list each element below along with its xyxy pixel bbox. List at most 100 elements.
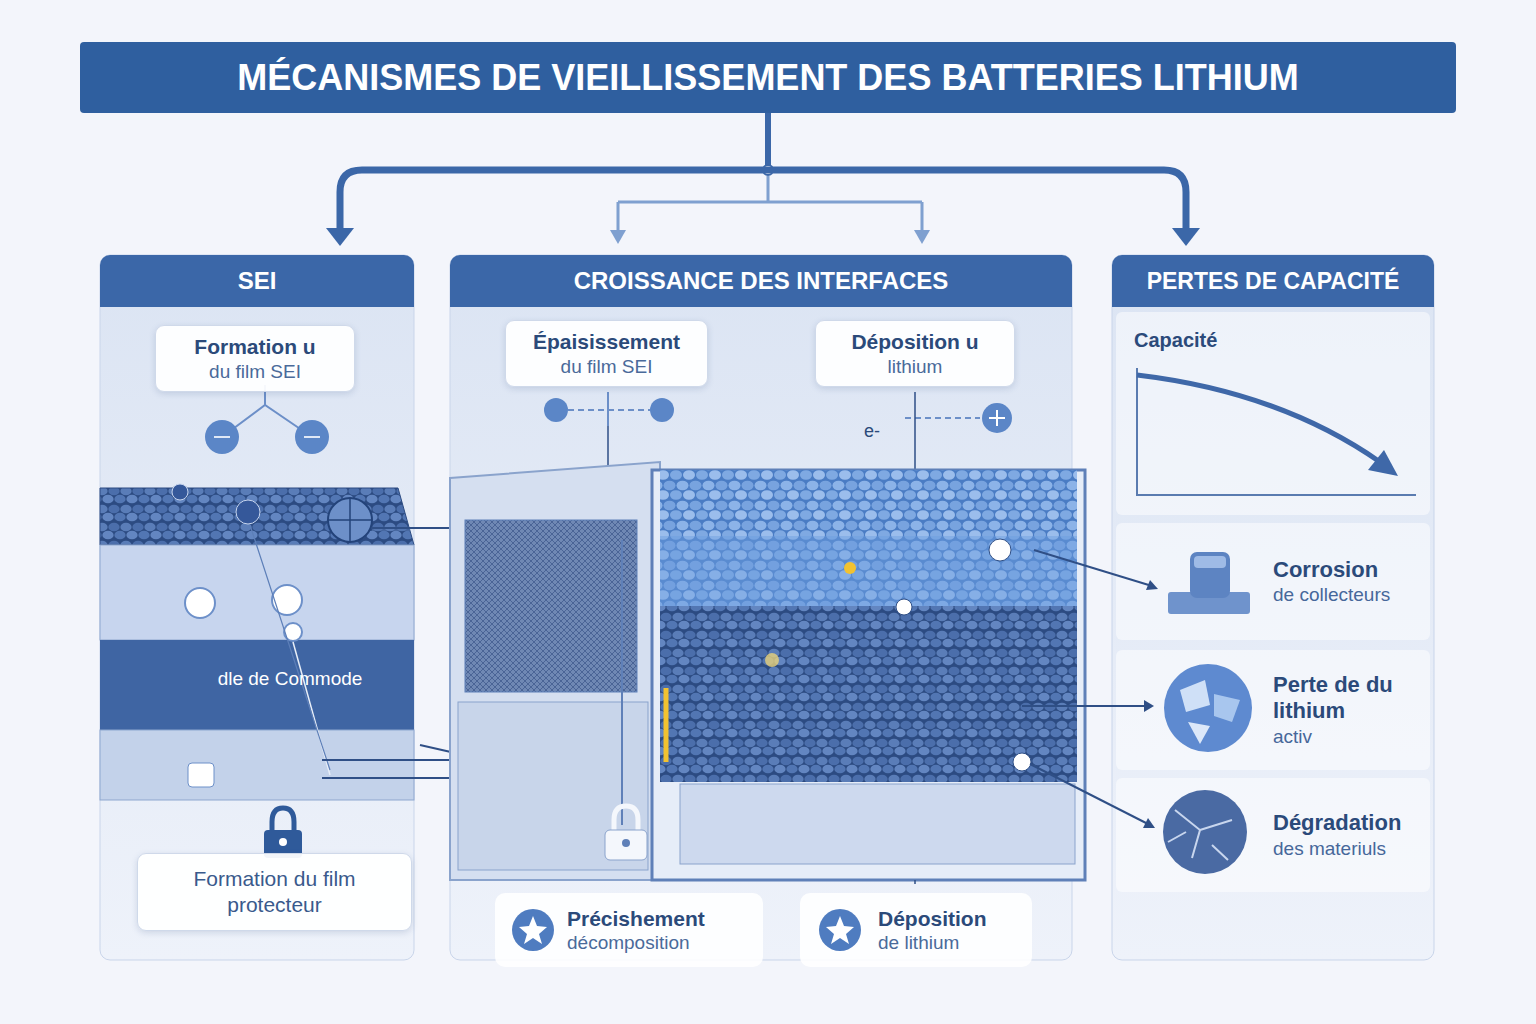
sei-electrode-stack-part [172, 484, 188, 500]
diagram-title: MÉCANISMES DE VIEILLISSEMENT DES BATTERI… [237, 57, 1298, 99]
leader-lines-part [1034, 550, 1152, 586]
padlock-icon-part [614, 806, 638, 832]
layer-label: dle de Commode [210, 668, 370, 691]
leader-lines-part [1143, 818, 1155, 828]
material-degradation-icon [1163, 790, 1247, 874]
node-heading: Formation du film protecteur [154, 866, 395, 917]
panel-heading: CROISSANCE DES INTERFACES [450, 255, 1072, 307]
battery-cell-block-part [664, 688, 669, 762]
panel-heading: PERTES DE CAPACITÉ [1112, 255, 1434, 307]
collector-icon-part [1190, 552, 1230, 598]
leader-lines-part [1030, 764, 1148, 824]
battery-cell-block-part [465, 520, 637, 692]
button-tiles-part [914, 880, 916, 884]
node-heading: Épaisissement [533, 329, 680, 355]
battery-cell-block-part [896, 599, 912, 615]
battery-cell-block-part [989, 539, 1011, 561]
sei-electrode-stack-part [100, 545, 414, 640]
battery-cell-block-part [660, 536, 1077, 606]
bracket-arrows-part [618, 176, 922, 232]
node-heading: Perte de du lithium [1273, 672, 1394, 726]
node-heading: Dégradation [1273, 810, 1401, 837]
bracket-arrows-part [1172, 228, 1200, 246]
button-tile: Précishementdécomposition [495, 893, 763, 967]
sei-molecule [205, 385, 329, 454]
capacity-chart-part [1137, 368, 1416, 495]
lithium-loss-icon-part [1214, 694, 1240, 722]
item-tiles [1116, 523, 1430, 892]
sei-electrode-stack-part [272, 585, 302, 615]
node-heading: Corrosion [1273, 557, 1378, 584]
panel-grounds-part [1112, 255, 1434, 960]
sei-electrode-stack-part [100, 488, 414, 545]
interface-molecules-part [989, 410, 1005, 426]
category-panel: PERTES DE CAPACITÉCapacitéCorrosionde co… [1112, 255, 1434, 960]
label-box: Épaisissementdu film SEI [505, 320, 708, 387]
padlock-icon [264, 808, 302, 858]
bracket-arrows [326, 113, 1200, 246]
button-tiles-part [512, 909, 554, 951]
battery-cell-block [450, 462, 1085, 880]
capacity-chart-part [1116, 312, 1430, 515]
button-tiles-part [800, 893, 1032, 967]
battery-cell-block-part [652, 470, 1085, 880]
node-body: décomposition [567, 931, 690, 954]
category-panel: CROISSANCE DES INTERFACES Épaisissementdu… [450, 255, 1072, 960]
sei-electrode-stack-part [293, 642, 330, 775]
lithium-loss-icon [1164, 664, 1252, 752]
battery-cell-block-part [765, 653, 779, 667]
effect-item: Perte de du lithiumactiv [1112, 650, 1434, 770]
interface-molecules-part [650, 398, 674, 422]
node-body: lithium [888, 355, 943, 378]
button-tile: Dépositionde lithium [800, 893, 1032, 967]
button-tiles-part [826, 916, 854, 944]
collector-icon-part [1194, 556, 1226, 568]
item-tiles-part [1116, 650, 1430, 770]
node-heading: Formation u [194, 334, 315, 360]
battery-cell-block-part [660, 606, 1077, 782]
interface-molecules-part [982, 403, 1012, 433]
title-bar: MÉCANISMES DE VIEILLISSEMENT DES BATTERI… [80, 42, 1456, 113]
button-tiles-part [495, 893, 763, 967]
capacity-chart [1116, 312, 1430, 515]
sei-electrode-stack-part [328, 498, 372, 542]
panel-grounds [100, 255, 1434, 960]
material-degradation-icon-part [1168, 810, 1232, 860]
button-tiles-part [819, 909, 861, 951]
effect-item: Dégradationdes materiuls [1112, 778, 1434, 892]
padlock-icon-part [272, 808, 294, 832]
electron-label: e- [864, 421, 904, 443]
lithium-loss-icon-part [1180, 680, 1210, 712]
node-heading: Déposition [878, 906, 987, 932]
padlock-icon [605, 806, 647, 860]
collector-icon [1168, 552, 1250, 614]
material-degradation-icon-part [1163, 790, 1247, 874]
padlock-icon-part [605, 830, 647, 860]
node-body: de lithium [878, 931, 959, 954]
battery-cell-block-part [621, 540, 623, 825]
label-box: Formation udu film SEI [155, 325, 355, 392]
interface-molecules-part [607, 392, 609, 426]
battery-cell-block-part [1013, 753, 1031, 771]
node-body: du film SEI [209, 360, 301, 383]
panel-heading: SEI [100, 255, 414, 307]
padlock-icon-part [279, 838, 287, 846]
sei-electrode-stack-part [188, 763, 214, 787]
leader-lines [1022, 550, 1158, 828]
interface-molecules-part [544, 398, 568, 422]
lithium-loss-icon-part [1188, 722, 1210, 744]
node-heading: Précishement [567, 906, 705, 932]
node-body: de collecteurs [1273, 583, 1390, 606]
sei-electrode-stack-part [236, 500, 260, 524]
capacity-chart-part [1137, 375, 1380, 462]
bracket-arrows-part [914, 230, 930, 244]
node-heading: Déposition u [851, 329, 978, 355]
bracket-arrows-part [765, 113, 771, 170]
sei-electrode-stack-part [100, 640, 414, 730]
capacity-chart-part [1368, 450, 1398, 476]
sei-electrode-stack-part [185, 588, 215, 618]
sei-electrode-stack [100, 484, 414, 800]
button-tiles-part [519, 916, 547, 944]
battery-cell-block-part [450, 462, 660, 880]
